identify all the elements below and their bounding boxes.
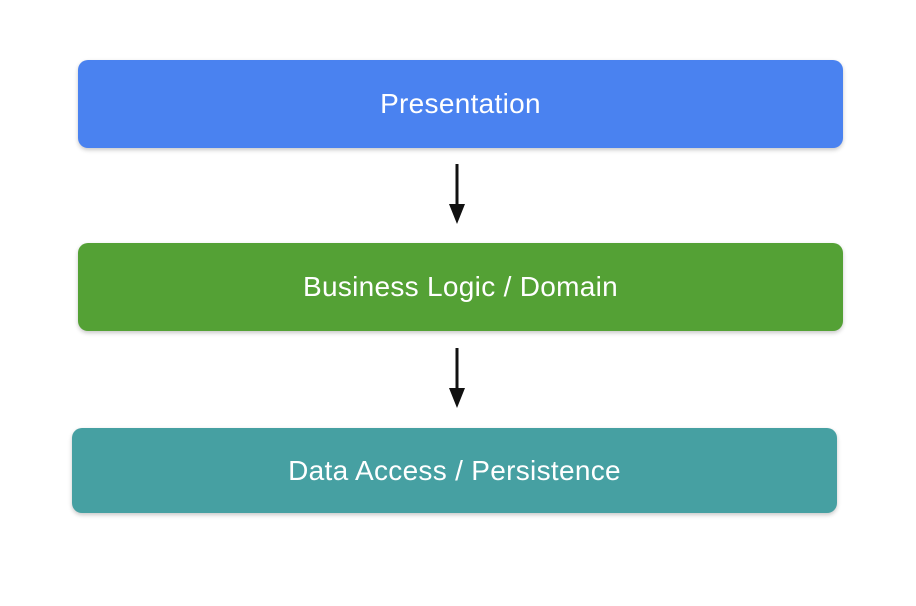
layer-node-presentation: Presentation [78,60,843,148]
arrow-head-icon [449,388,465,408]
layer-node-data-access: Data Access / Persistence [72,428,837,513]
arrow-head-icon [449,204,465,224]
layer-label-presentation: Presentation [380,88,541,119]
flow-arrow-business-to-data [449,348,465,408]
layer-label-business-logic: Business Logic / Domain [302,271,619,302]
layer-label-data-access: Data Access / Persistence [288,454,621,486]
flow-arrow-presentation-to-business [449,164,465,224]
layer-node-business-logic: Business Logic / Domain [78,243,843,331]
